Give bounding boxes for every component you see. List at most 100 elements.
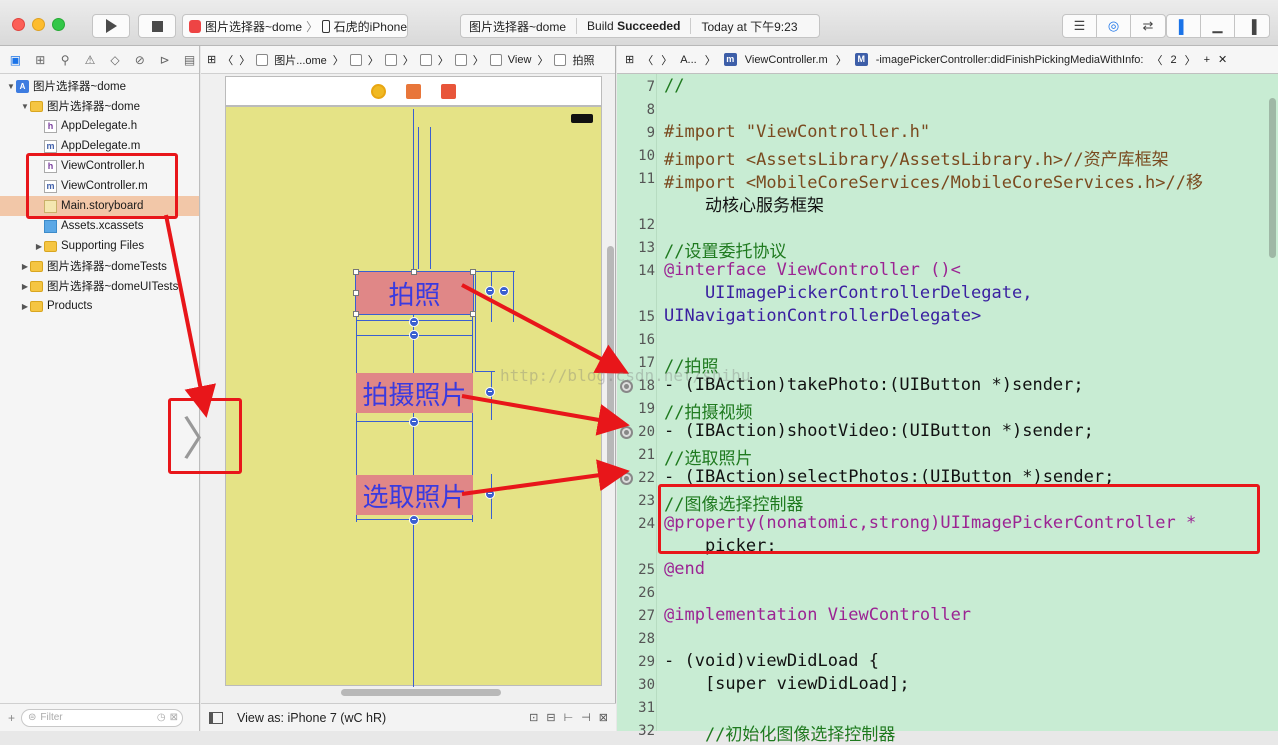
tree-item-group[interactable]: ▶ Products [0,296,199,316]
version-editor-icon[interactable]: ⇄ [1142,18,1154,33]
line-number[interactable]: 21 [638,447,655,463]
resolve-icon[interactable]: ⊠ [598,712,608,724]
line-number[interactable]: 30 [638,677,655,693]
resize-handle[interactable] [411,269,417,275]
utilities-toggle-icon[interactable]: ▐ [1247,18,1257,34]
ibaction-connection-icon[interactable] [620,426,633,439]
minimize-window-button[interactable] [32,18,45,31]
disclosure-closed-icon[interactable]: ▶ [21,281,29,291]
recent-files-icon[interactable]: ◷ [156,712,166,723]
line-number[interactable]: 17 [638,355,655,371]
tree-item-group[interactable]: ▼ 图片选择器~dome [0,96,199,116]
jump-item-method[interactable]: -imagePickerController:didFinishPickingM… [875,53,1144,66]
line-number[interactable]: 18 [638,378,655,394]
breakpoint-icon[interactable]: ⊳ [159,52,170,67]
chevron-left-icon[interactable]: 〈 [1151,54,1163,67]
editor-vertical-scrollbar[interactable] [1269,98,1276,258]
constraint-icon[interactable] [485,489,495,499]
disclosure-closed-icon[interactable]: ▶ [35,241,43,251]
pin-icon[interactable]: ⊣ [581,712,591,724]
search-icon[interactable]: ⚲ [60,52,70,67]
add-icon[interactable]: + [8,710,16,725]
line-number[interactable]: 31 [638,700,655,716]
standard-editor-icon[interactable]: ☰ [1063,15,1097,37]
horizontal-scrollbar[interactable] [341,689,501,696]
line-number[interactable]: 13 [638,240,655,256]
tree-item-group[interactable]: ▶ 图片选择器~domeUITests [0,276,199,296]
take-photo-button[interactable]: 拍照 [355,271,474,315]
view-controller-icon[interactable] [371,83,386,99]
jump-item-automatic[interactable]: A... [680,53,697,66]
line-number[interactable]: 7 [646,79,655,95]
warning-icon[interactable]: ⚠ [84,52,96,67]
run-button[interactable] [92,14,130,38]
tree-item-file[interactable]: m AppDelegate.m [0,136,199,156]
constraint-icon[interactable] [409,515,419,525]
tree-item-group[interactable]: ▶ Supporting Files [0,236,199,256]
line-number[interactable]: 10 [638,148,655,164]
add-editor-icon[interactable]: + [1203,53,1211,66]
exit-icon[interactable] [441,83,456,99]
document-outline-icon[interactable] [209,711,223,724]
line-number[interactable]: 9 [646,125,655,141]
file-icon[interactable] [384,53,397,66]
view-controller-icon[interactable] [454,53,467,66]
line-number[interactable]: 26 [638,585,655,601]
disclosure-closed-icon[interactable]: ▶ [21,261,29,271]
line-number[interactable]: 20 [638,424,655,440]
test-icon[interactable]: ◇ [110,52,120,67]
line-number[interactable]: 12 [638,217,655,233]
forward-icon[interactable]: 〉 [239,54,251,67]
related-items-icon[interactable]: ⊞ [625,54,635,66]
tree-item-project[interactable]: ▼ A 图片选择器~dome [0,76,199,96]
constraint-icon[interactable] [485,286,495,296]
assistant-editor-icon[interactable]: ◎ [1097,15,1131,37]
first-responder-icon[interactable] [406,83,421,99]
resize-handle[interactable] [353,290,359,296]
forward-icon[interactable]: 〉 [661,54,673,67]
select-photos-button[interactable]: 选取照片 [356,475,473,515]
line-number[interactable]: 16 [638,332,655,348]
back-icon[interactable]: 〈 [642,54,654,67]
ibaction-connection-icon[interactable] [620,472,633,485]
stop-button[interactable] [138,14,176,38]
filter-field[interactable]: ⊜ Filter ◷ ⊠ [21,708,184,727]
vertical-scrollbar[interactable] [607,246,614,476]
chevron-right-icon[interactable]: 〉 [182,412,228,466]
source-control-filter-icon[interactable]: ⊠ [169,712,179,723]
constraint-icon[interactable] [409,417,419,427]
stack-icon[interactable]: ⊟ [546,712,556,724]
zoom-window-button[interactable] [52,18,65,31]
jump-item-project[interactable]: 图片...ome [274,54,327,67]
constraint-icon[interactable] [409,317,419,327]
line-number[interactable]: 27 [638,608,655,624]
line-number[interactable]: 8 [646,102,655,118]
scheme-selector[interactable]: 图片选择器~dome 〉 石虎的iPhone [182,14,408,38]
jump-item-file[interactable]: ViewController.m [744,53,828,66]
align-icon[interactable]: ⊢ [563,712,574,724]
update-frames-icon[interactable]: ⊡ [529,712,539,724]
constraint-icon[interactable] [499,286,509,296]
line-number[interactable]: 29 [638,654,655,670]
resize-handle[interactable] [470,269,476,275]
resize-handle[interactable] [353,269,359,275]
disclosure-open-icon[interactable]: ▼ [21,101,29,111]
navigator-toggle-icon[interactable]: ▌ [1167,15,1201,37]
disclosure-open-icon[interactable]: ▼ [7,81,15,91]
symbol-icon[interactable]: ⊞ [35,52,46,67]
line-number[interactable]: 24 [638,516,655,532]
tree-item-file[interactable]: h ViewController.h [0,156,199,176]
tree-item-group[interactable]: ▶ 图片选择器~domeTests [0,256,199,276]
line-number[interactable]: 23 [638,493,655,509]
shoot-video-button[interactable]: 拍摄照片 [356,373,473,413]
line-number[interactable]: 11 [638,171,655,187]
line-number[interactable]: 32 [638,723,655,739]
tree-item-file[interactable]: Assets.xcassets [0,216,199,236]
disclosure-closed-icon[interactable]: ▶ [21,301,29,311]
report-icon[interactable]: ▤ [183,52,196,67]
ibaction-connection-icon[interactable] [620,380,633,393]
line-number[interactable]: 28 [638,631,655,647]
assistant-code-editor[interactable]: ⊞ 〈 〉 A... 〉 m ViewController.m 〉 M -ima… [617,46,1278,745]
debug-icon[interactable]: ⊘ [134,52,145,67]
